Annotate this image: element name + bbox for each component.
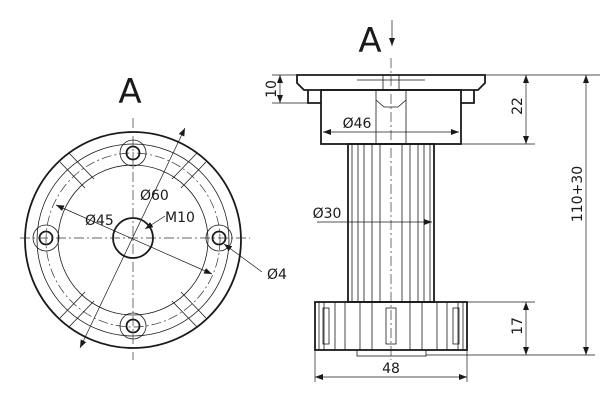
- d4-leader: [223, 243, 263, 273]
- d45-dim-line: [55, 204, 213, 275]
- column-ribs: [351, 144, 431, 302]
- view-label: A: [118, 72, 141, 112]
- m10-label: M10: [165, 210, 195, 226]
- w48-label: 48: [382, 361, 400, 377]
- d60-label: Ø60: [140, 188, 169, 204]
- d46-label: Ø46: [343, 116, 372, 132]
- d45-label: Ø45: [85, 213, 114, 229]
- base-ribs: [318, 302, 464, 350]
- h17-label: 17: [510, 317, 526, 335]
- d30-label: Ø30: [313, 206, 342, 222]
- mounting-holes: [32, 139, 233, 340]
- d4-label: Ø4: [267, 267, 287, 283]
- side-view: A 10: [264, 20, 600, 382]
- h10-label: 10: [264, 80, 280, 98]
- foot-pad: [356, 349, 427, 357]
- view-arrow-label: A: [358, 21, 381, 61]
- h22-label: 22: [510, 97, 526, 115]
- body-insert: [375, 75, 407, 144]
- total-height-label: 110+30: [570, 166, 586, 222]
- m10-leader: [144, 215, 166, 230]
- top-view: A Ø60 Ø45 M10 Ø4: [20, 72, 287, 360]
